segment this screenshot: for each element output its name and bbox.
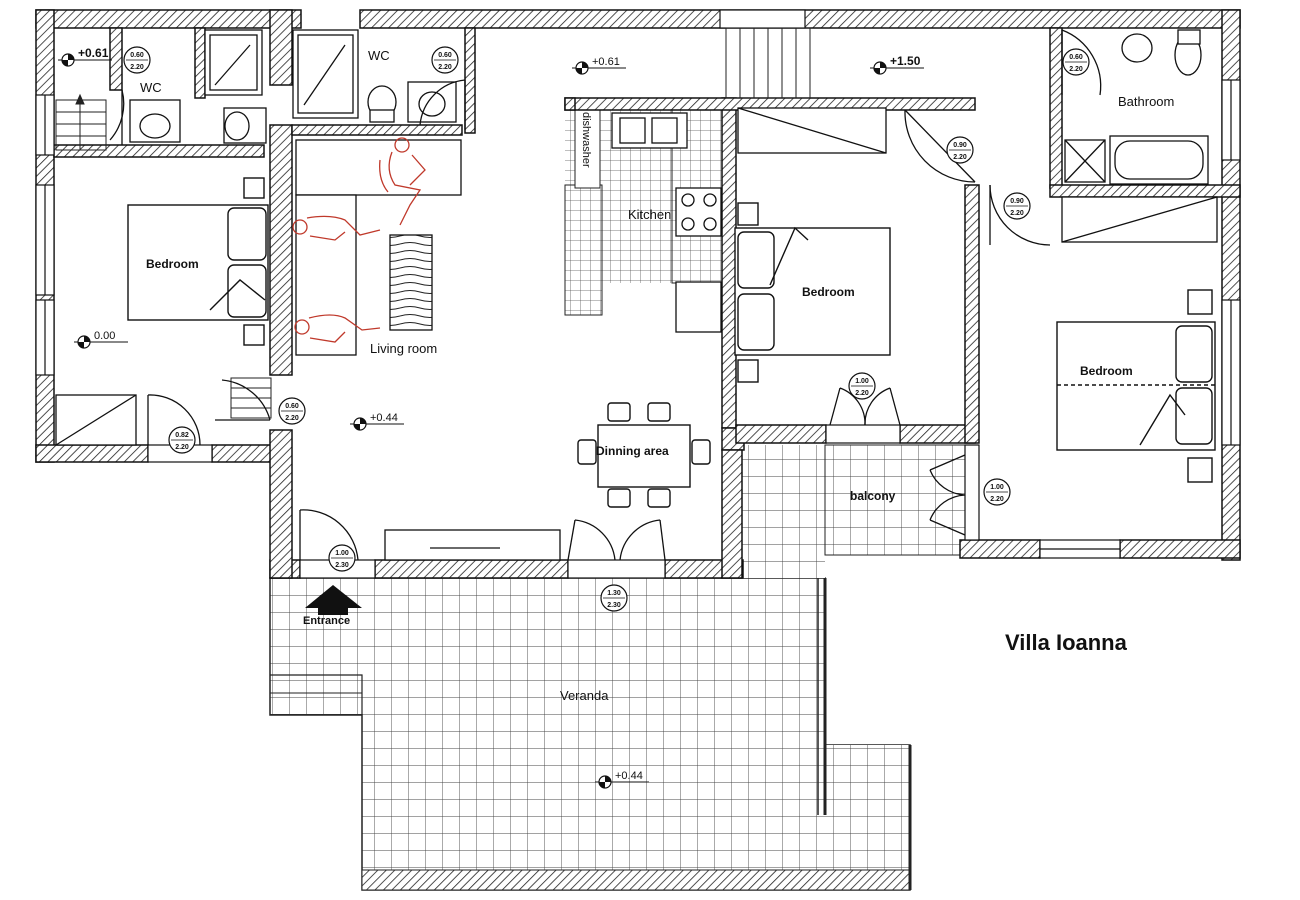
- level-value: +1.50: [890, 54, 921, 68]
- entrance-arrow-icon: [305, 585, 362, 615]
- label-bedroom-left: Bedroom: [146, 257, 199, 271]
- door-tag-width: 0.90: [1010, 198, 1024, 205]
- door-tag-width: 1.00: [990, 484, 1004, 491]
- door-tag-width: 0.82: [175, 432, 189, 439]
- door-tag-d10: 1.00 2.20: [848, 372, 876, 400]
- level-value: +0.44: [370, 412, 398, 424]
- door-tag-height: 2.30: [607, 602, 621, 609]
- door-tag-height: 2.20: [438, 64, 452, 71]
- label-wc-left: WC: [140, 80, 162, 95]
- dining-table: [577, 402, 711, 508]
- people-sketches: [292, 137, 426, 343]
- door-tag-d1: 0.60 2.20: [123, 46, 151, 74]
- door-tags: 0.60 2.20 0.60 2.20 0.60 2.20 0.90 2.20 0.90 2.20…: [123, 46, 1090, 612]
- door-tag-height: 2.20: [855, 390, 869, 397]
- door-tag-height: 2.20: [175, 444, 189, 451]
- door-tag-height: 2.20: [285, 415, 299, 422]
- label-dining-area: Dinning area: [596, 444, 669, 458]
- label-balcony: balcony: [850, 489, 896, 503]
- label-wc-mid: WC: [368, 48, 390, 63]
- label-entrance: Entrance: [303, 615, 350, 627]
- door-tag-height: 2.20: [1010, 210, 1024, 217]
- door-tag-height: 2.20: [990, 496, 1004, 503]
- door-tag-width: 0.90: [953, 142, 967, 149]
- level-value: +0.44: [615, 770, 643, 782]
- fixtures: [55, 29, 1218, 561]
- door-tag-height: 2.20: [1069, 66, 1083, 73]
- label-veranda: Veranda: [560, 688, 609, 703]
- door-tag-height: 2.20: [953, 154, 967, 161]
- label-kitchen: Kitchen: [628, 207, 671, 222]
- level-value: +0.61: [592, 56, 620, 68]
- door-tag-d7: 0.82 2.20: [168, 426, 196, 454]
- door-tag-height: 2.30: [335, 562, 349, 569]
- label-bathroom: Bathroom: [1118, 94, 1174, 109]
- door-tag-width: 0.60: [438, 52, 452, 59]
- level-marker-topmid: +0.61: [572, 56, 626, 75]
- room-labels: WC WC Bathroom Bedroom Bedroom Bedroom K…: [140, 48, 1174, 703]
- door-tag-width: 1.00: [855, 378, 869, 385]
- level-marker-veranda: +0.44: [595, 770, 649, 789]
- door-tag-width: 0.60: [285, 403, 299, 410]
- label-dishwasher: dishwasher: [580, 112, 592, 168]
- level-marker-topleft: +0.61: [58, 46, 112, 67]
- label-bedroom-center: Bedroom: [802, 285, 855, 299]
- door-tag-d5: 0.90 2.20: [1003, 192, 1031, 220]
- level-marker-stair: +1.50: [870, 54, 924, 75]
- door-tag-width: 0.60: [130, 52, 144, 59]
- door-tag-d2: 0.60 2.20: [431, 46, 459, 74]
- level-markers: +0.61 +0.61 +1.50 0.00 +0.44 +0.44: [58, 46, 924, 789]
- door-tag-width: 0.60: [1069, 54, 1083, 61]
- stairs: [55, 27, 811, 419]
- veranda-floor: [269, 444, 966, 891]
- door-tag-d11: 1.00 2.20: [983, 478, 1011, 506]
- door-tag-d9: 1.30 2.30: [600, 584, 628, 612]
- door-tag-height: 2.20: [130, 64, 144, 71]
- door-tag-d6: 0.60 2.20: [278, 397, 306, 425]
- door-tag-d4: 0.90 2.20: [946, 136, 974, 164]
- door-tag-width: 1.30: [607, 590, 621, 597]
- label-living-room: Living room: [370, 341, 437, 356]
- label-bedroom-right: Bedroom: [1080, 364, 1133, 378]
- level-value: 0.00: [94, 330, 115, 342]
- door-tag-d3: 0.60 2.20: [1062, 48, 1090, 76]
- level-value: +0.61: [78, 46, 109, 60]
- door-tag-d8: 1.00 2.30: [328, 544, 356, 572]
- plan-title: Villa Ioanna: [1005, 630, 1128, 655]
- level-marker-left_bedroom: 0.00: [74, 330, 128, 349]
- door-tag-width: 1.00: [335, 550, 349, 557]
- level-marker-living: +0.44: [350, 412, 404, 431]
- doors: [109, 29, 1102, 561]
- beds: [127, 177, 1216, 483]
